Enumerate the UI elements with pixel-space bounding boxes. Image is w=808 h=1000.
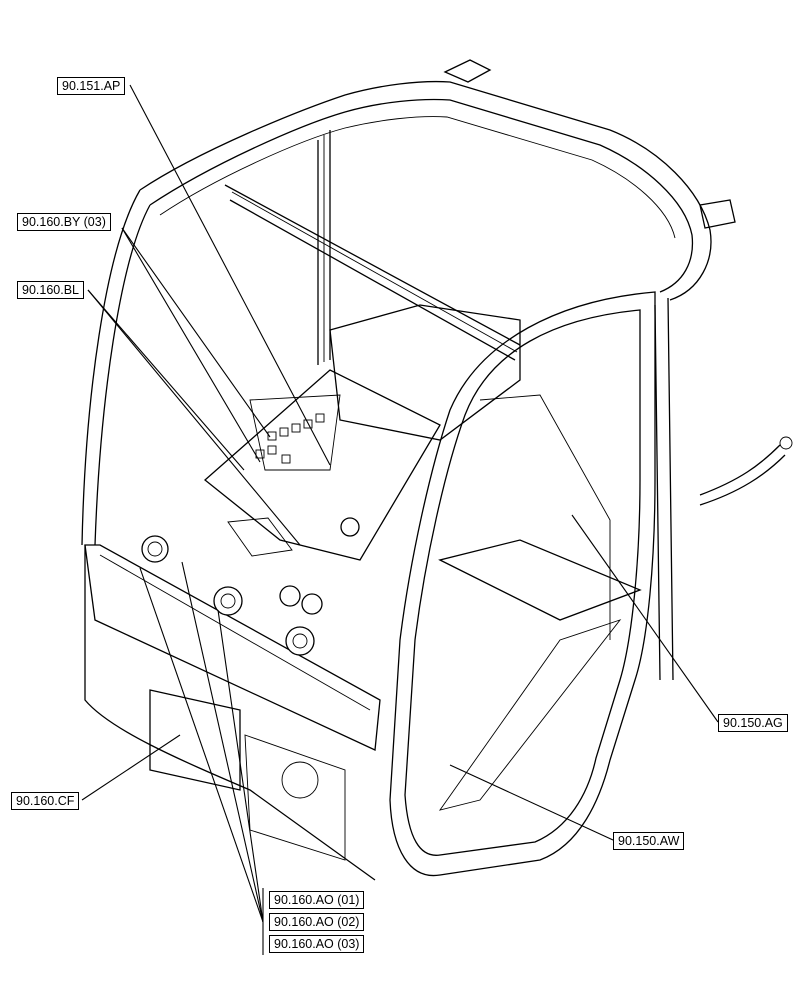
callout-90-160-by-03[interactable]: 90.160.BY (03)	[17, 213, 111, 231]
knobs	[141, 517, 360, 656]
callout-90-160-ao-03[interactable]: 90.160.AO (03)	[269, 935, 365, 953]
seat-box	[329, 304, 521, 441]
front-dashboard	[84, 544, 381, 751]
side-console	[203, 369, 441, 561]
callout-90-160-ao-01[interactable]: 90.160.AO (01)	[269, 891, 365, 909]
cab-floor	[438, 539, 642, 621]
lower-housing	[149, 689, 241, 791]
right-door-frame	[389, 291, 656, 877]
callout-90-151-ap[interactable]: 90.151.AP	[57, 77, 126, 95]
left-pillar	[81, 189, 151, 546]
callout-90-150-aw[interactable]: 90.150.AW	[613, 832, 685, 850]
switch-panel	[255, 413, 325, 464]
callout-90-160-bl[interactable]: 90.160.BL	[17, 281, 84, 299]
leader-lines	[81, 84, 719, 955]
callout-90-150-ag[interactable]: 90.150.AG	[718, 714, 788, 732]
callout-90-160-ao-02[interactable]: 90.160.AO (02)	[269, 913, 365, 931]
grab-handle	[699, 444, 786, 506]
callout-90-160-cf[interactable]: 90.160.CF	[11, 792, 80, 810]
roof-cross-beam	[224, 184, 521, 361]
roof-frame	[139, 80, 712, 301]
